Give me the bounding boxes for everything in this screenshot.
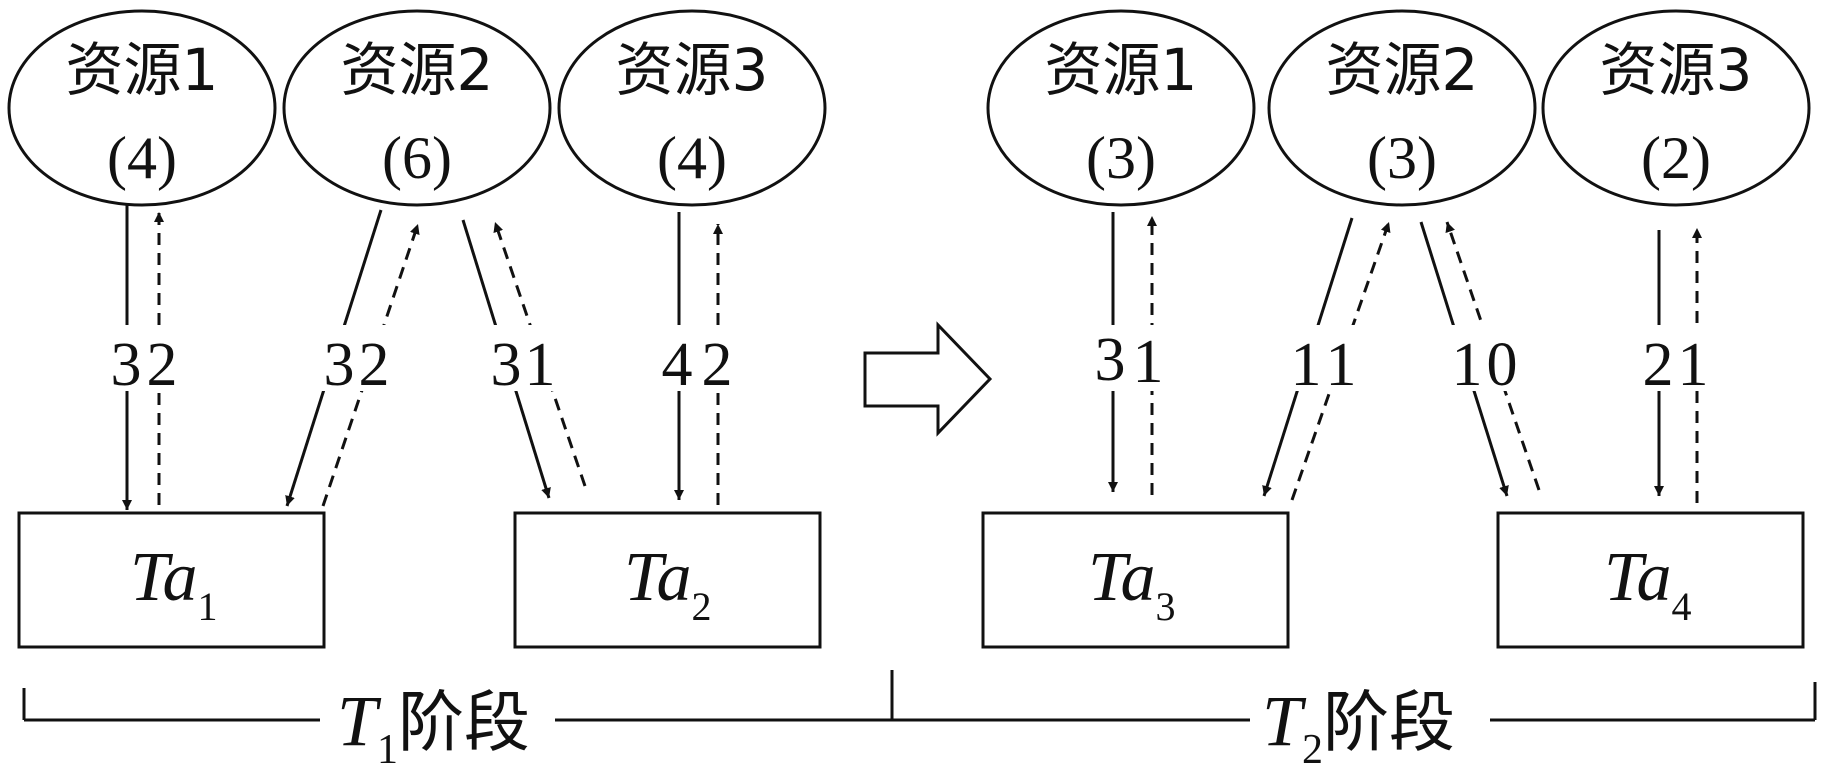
- task-label: Ta3: [1088, 539, 1176, 629]
- stage-t1-label: T1阶段: [337, 681, 530, 764]
- stage-t2-link-r2-ta4: 1 0: [1419, 221, 1541, 497]
- task-label: Ta2: [624, 539, 712, 629]
- stage-t1-resource-2: 资源2 (6): [282, 9, 552, 207]
- allocation-value: 1: [1452, 331, 1483, 399]
- resource-capacity: (3): [1086, 125, 1156, 191]
- allocation-value: 3: [324, 331, 355, 399]
- resource-name: 资源2: [341, 36, 494, 104]
- release-value: 1: [1133, 328, 1164, 396]
- stage-t1-link-r2-ta1: 3 2: [285, 209, 420, 507]
- resource-capacity: (4): [657, 125, 727, 191]
- stage-t1-link-r3-ta2: 4 2: [656, 212, 736, 505]
- stage-t2-link-r2-ta3: 1 1: [1262, 217, 1391, 501]
- release-value: 1: [1678, 331, 1709, 399]
- stage-t1-link-r1-ta1: 3 2: [104, 205, 184, 510]
- stage-t2-resource-2: 资源2 (3): [1267, 9, 1537, 207]
- allocation-value: 4: [662, 331, 693, 399]
- allocation-value: 3: [491, 331, 522, 399]
- stage-t2: 资源1 (3) 资源2 (3) 资源3 (2) Ta3 Ta4 3 1: [981, 9, 1811, 649]
- allocation-value: 1: [1291, 331, 1322, 399]
- stage-t1-resource-3: 资源3 (4): [557, 9, 827, 207]
- release-value: 2: [359, 331, 390, 399]
- allocation-value: 3: [111, 331, 142, 399]
- stage-t2-link-r3-ta4: 2 1: [1636, 228, 1716, 503]
- stage-t2-link-r1-ta3: 3 1: [1088, 212, 1168, 495]
- stage-t2-task-3: Ta3: [981, 511, 1290, 649]
- stage-t1-resource-1: 资源1 (4): [7, 9, 277, 207]
- stage-bracket: [22, 670, 1817, 722]
- resource-name: 资源3: [616, 36, 769, 104]
- allocation-value: 2: [1643, 331, 1674, 399]
- stage-t2-resource-1: 资源1 (3): [986, 9, 1256, 207]
- resource-capacity: (6): [382, 125, 452, 191]
- resource-name: 资源1: [66, 36, 219, 104]
- resource-name: 资源2: [1326, 36, 1479, 104]
- stage-t2-task-4: Ta4: [1496, 511, 1805, 649]
- task-label: Ta1: [130, 539, 218, 629]
- resource-name: 资源1: [1045, 36, 1198, 104]
- transition-arrow-icon: [863, 321, 993, 437]
- resource-capacity: (3): [1367, 125, 1437, 191]
- stage-t1-task-1: Ta1: [17, 511, 326, 649]
- release-value: 2: [702, 331, 733, 399]
- release-value: 0: [1487, 331, 1518, 399]
- release-value: 1: [525, 331, 556, 399]
- release-arrow: [493, 221, 587, 487]
- task-label: Ta4: [1604, 539, 1692, 629]
- resource-name: 资源3: [1600, 36, 1753, 104]
- resource-capacity: (2): [1641, 125, 1711, 191]
- stage-t1-link-r2-ta2: 3 1: [461, 219, 587, 499]
- release-value: 1: [1326, 331, 1357, 399]
- allocation-value: 3: [1095, 326, 1126, 394]
- stage-t1: 资源1 (4) 资源2 (6) 资源3 (4) Ta1 Ta2 3 2: [7, 9, 827, 649]
- stage-t2-resource-3: 资源3 (2): [1541, 9, 1811, 207]
- resource-capacity: (4): [107, 125, 177, 191]
- stage-t2-label: T2阶段: [1262, 681, 1455, 764]
- stage-t1-task-2: Ta2: [513, 511, 822, 649]
- release-value: 2: [147, 331, 178, 399]
